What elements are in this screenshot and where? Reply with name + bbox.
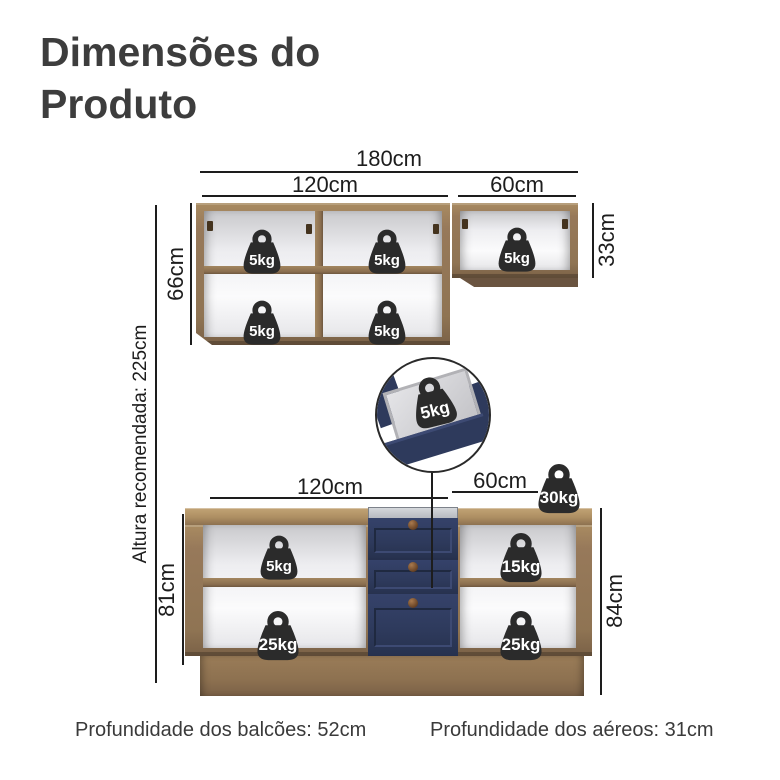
counters-depth-label: Profundidade dos balcões: 52cm <box>75 719 367 741</box>
drawer-1-panel <box>374 528 452 553</box>
weight-icon: 5kg <box>238 300 286 346</box>
lower-right-height-label: 84cm <box>602 574 627 628</box>
drawer-3-panel <box>374 608 452 647</box>
weight-icon: 25kg <box>250 611 306 661</box>
weight-icon: 5kg <box>255 535 303 581</box>
upper-left-width-line <box>202 195 448 197</box>
drawer-unit-body <box>368 518 458 656</box>
upper-cabinet-shelf <box>204 266 442 274</box>
inset-connector-line <box>431 471 433 588</box>
upper-total-width-label: 180cm <box>355 146 423 171</box>
recommended-height-line <box>155 205 157 683</box>
upper-total-width-line <box>200 171 578 173</box>
drawer-2-panel <box>374 570 452 589</box>
weight-icon: 15kg <box>493 533 549 583</box>
weight-icon: 25kg <box>493 611 549 661</box>
drawer-3 <box>368 594 458 655</box>
weight-capacity-label: 5kg <box>249 252 275 269</box>
drawer-knob <box>408 520 418 530</box>
weight-capacity-label: 5kg <box>504 250 530 267</box>
weight-capacity-label: 5kg <box>266 558 292 575</box>
weight-capacity-label: 30kg <box>539 488 579 507</box>
upper-left-width-label: 120cm <box>291 172 359 197</box>
recommended-height-label: Altura recomendada: 225cm <box>130 324 151 564</box>
upper-cabinet-divider <box>315 211 323 337</box>
weight-icon: 5kg <box>238 229 286 275</box>
page-title-line1: Dimensões do <box>40 29 321 75</box>
drawer-2 <box>368 560 458 594</box>
hinge-icon <box>207 221 213 231</box>
lower-left-width-label: 120cm <box>296 474 364 499</box>
page-title-line2: Produto <box>40 81 198 127</box>
lower-right-height-line <box>600 508 602 695</box>
lower-left-height-label: 81cm <box>154 563 179 617</box>
weight-icon: 30kg <box>531 464 587 514</box>
upper-left-height-label: 66cm <box>163 247 188 301</box>
lower-left-width-line <box>210 497 448 499</box>
weight-capacity-label: 5kg <box>374 323 400 340</box>
upper-right-width-line <box>458 195 576 197</box>
hinge-icon <box>462 219 468 229</box>
lower-right-width-line <box>452 491 538 493</box>
weight-icon: 5kg <box>363 300 411 346</box>
hinge-icon <box>306 224 312 234</box>
upper-cabinet-left <box>196 203 450 345</box>
upper-left-height-line <box>190 203 192 345</box>
weight-capacity-label: 5kg <box>374 252 400 269</box>
lower-left-height-line <box>182 514 184 665</box>
upper-right-height-label: 33cm <box>594 213 619 267</box>
drawer-knob <box>408 598 418 608</box>
upper-right-width-label: 60cm <box>490 172 544 197</box>
aerials-depth-label: Profundidade dos aéreos: 31cm <box>430 719 714 741</box>
lower-cabinet-right-shelf <box>460 578 576 587</box>
hinge-icon <box>433 224 439 234</box>
weight-capacity-label: 5kg <box>249 323 275 340</box>
page-title: Dimensões do Produto <box>40 26 320 130</box>
weight-capacity-label: 25kg <box>501 635 541 654</box>
drawer-detail-inset: 5kg <box>375 357 491 473</box>
lower-cabinet-left-shelf <box>203 578 366 587</box>
plinth <box>200 656 584 696</box>
upper-cabinet-left-interior <box>204 211 442 337</box>
weight-icon: 5kg <box>363 229 411 275</box>
drawer-1 <box>368 518 458 558</box>
weight-capacity-label: 25kg <box>258 635 298 654</box>
weight-capacity-label: 15kg <box>501 557 541 576</box>
drawer-knob <box>408 562 418 572</box>
hinge-icon <box>562 219 568 229</box>
weight-icon: 5kg <box>400 371 466 433</box>
drawer-unit <box>368 507 458 656</box>
upper-right-height-line <box>592 203 594 278</box>
weight-icon: 5kg <box>493 227 541 273</box>
lower-right-width-label: 60cm <box>473 468 527 493</box>
upper-cabinet-right-underside <box>460 278 578 287</box>
